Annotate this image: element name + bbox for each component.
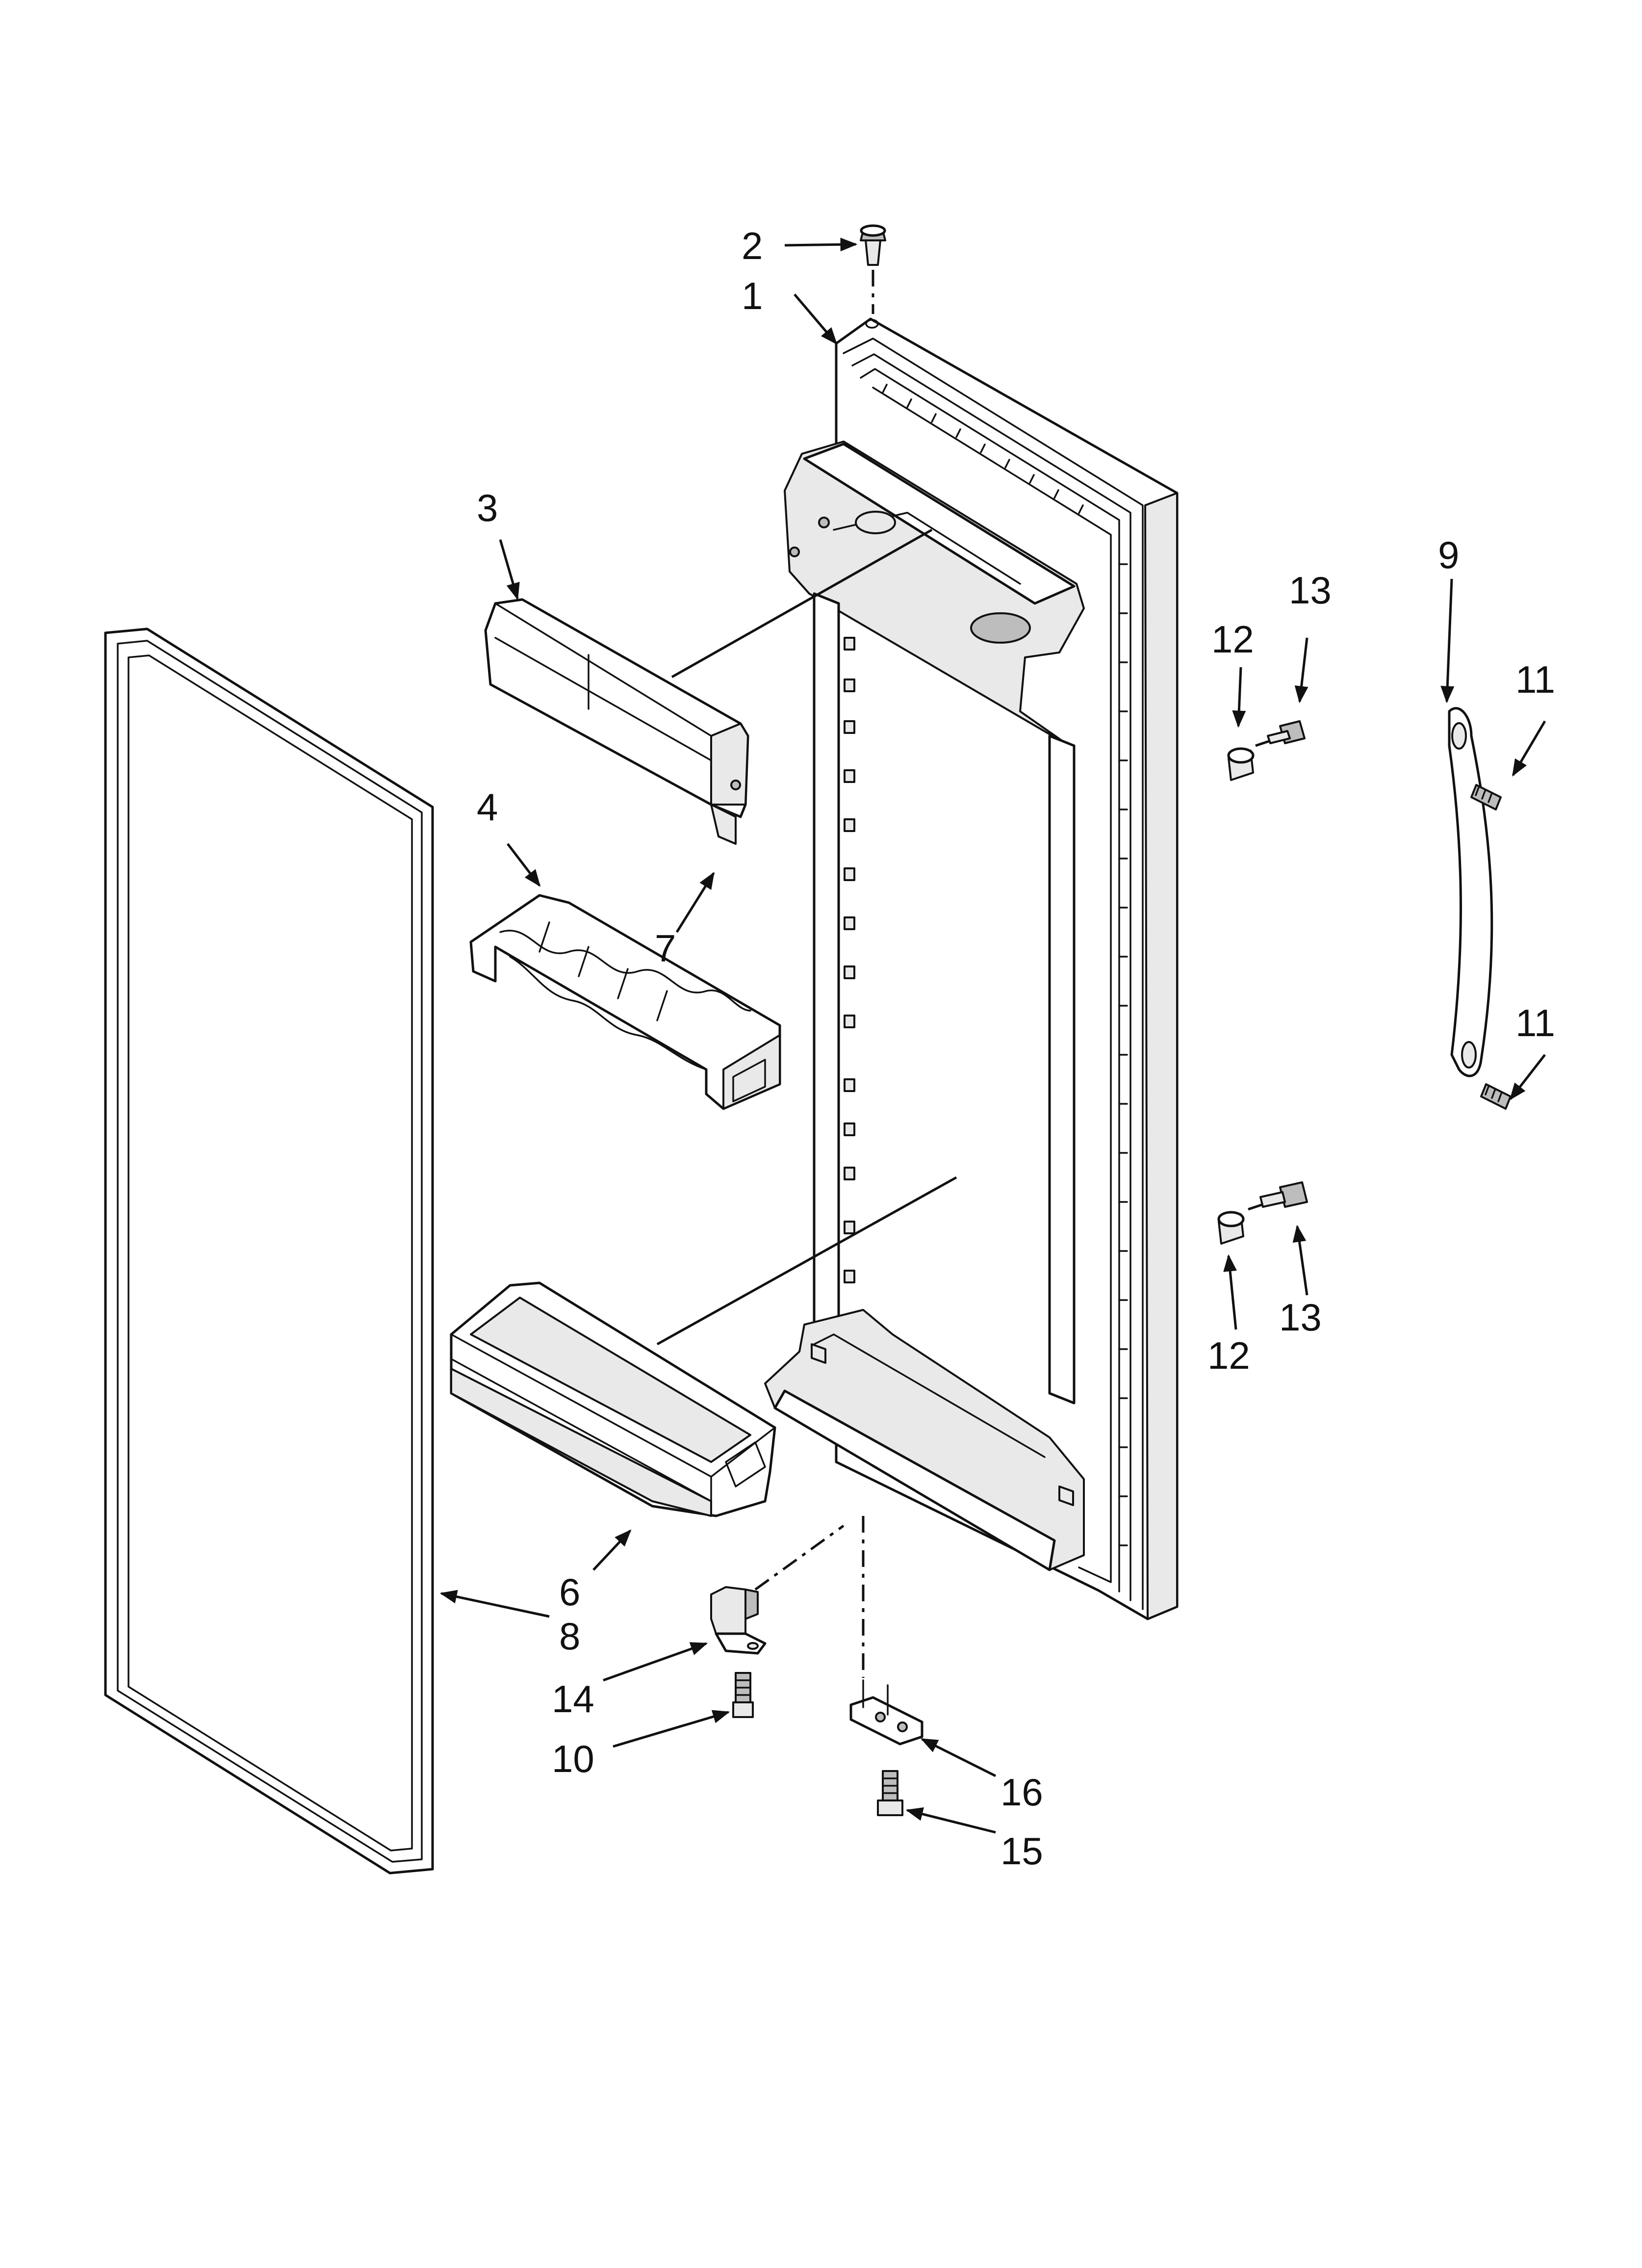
callout-9: 9 (1438, 533, 1459, 576)
callout-13-upper: 13 (1289, 569, 1332, 612)
door-bin (450, 1281, 776, 1517)
door-gasket (104, 627, 434, 1875)
callout-14: 14 (552, 1677, 594, 1721)
dispenser-cover (484, 598, 749, 845)
callout-13-lower: 13 (1279, 1296, 1322, 1339)
hinge-pin (710, 1524, 845, 1655)
callout-4: 4 (477, 785, 498, 829)
bracket-screw (877, 1770, 903, 1816)
callout-10: 10 (552, 1737, 594, 1780)
callout-6: 6 (559, 1570, 580, 1614)
callout-3: 3 (477, 486, 498, 529)
callout-7: 7 (655, 927, 676, 970)
door-handle (1448, 707, 1493, 1077)
hinge-screw (732, 1672, 754, 1718)
door-plug (860, 224, 886, 329)
handle-screw-upper (1470, 784, 1502, 810)
spacer-upper (1227, 747, 1255, 781)
leader-lines (439, 237, 1546, 1834)
handle-screw-lower (1480, 1083, 1512, 1110)
callout-12-lower: 12 (1207, 1334, 1250, 1377)
callout-labels: 2 1 3 4 7 9 12 13 11 11 12 13 6 8 14 10 … (477, 224, 1555, 1873)
bolt-upper (1255, 720, 1306, 747)
hinge-bracket (849, 1516, 924, 1746)
bolt-lower (1248, 1181, 1308, 1211)
callout-11-lower: 11 (1515, 1001, 1555, 1044)
callout-2: 2 (742, 224, 763, 267)
callout-8: 8 (559, 1615, 580, 1658)
bottle-rack (469, 894, 781, 1110)
callout-12-upper: 12 (1211, 618, 1254, 661)
callout-15: 15 (1001, 1829, 1043, 1873)
spacer-lower (1217, 1211, 1245, 1245)
callout-11-upper: 11 (1515, 658, 1555, 701)
callout-1: 1 (742, 274, 763, 317)
door-liner-assembly (764, 317, 1179, 1620)
callout-16: 16 (1001, 1771, 1043, 1814)
